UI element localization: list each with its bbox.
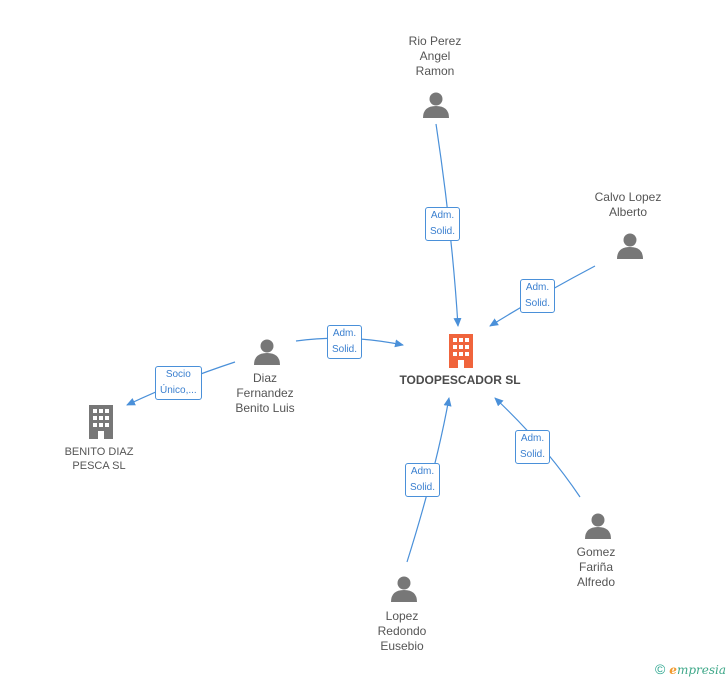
relation-line: Solid. [410, 482, 436, 493]
relation-badge-diaz[interactable]: Adm. Solid. [327, 325, 363, 359]
name-line: Alberto [608, 205, 648, 219]
person-label-gomez-farina[interactable]: Gomez Fariña Alfredo [546, 545, 646, 590]
relation-badge-lopez[interactable]: Adm. Solid. [405, 463, 441, 497]
name-line: Ramon [415, 64, 455, 78]
building-icon[interactable] [87, 405, 115, 439]
person-icon[interactable] [422, 90, 450, 118]
name-line: Lopez [385, 609, 419, 623]
name-line: Calvo Lopez [594, 190, 662, 204]
name-line: Angel [419, 49, 451, 63]
building-icon[interactable] [447, 334, 475, 368]
person-label-diaz-fernandez[interactable]: Diaz Fernandez Benito Luis [215, 371, 315, 416]
relation-line: Único,... [160, 385, 197, 396]
name-line: Rio Perez [408, 34, 462, 48]
logo-rest: mpresia [676, 663, 726, 677]
company-label-benito-diaz[interactable]: BENITO DIAZ PESCA SL [49, 445, 149, 473]
name-line: Gomez [576, 545, 616, 559]
relation-line: Socio [165, 369, 191, 380]
empresia-footer: ©empresia [655, 661, 726, 677]
name-line: BENITO DIAZ [64, 446, 134, 458]
person-icon[interactable] [616, 231, 644, 259]
person-label-lopez-redondo[interactable]: Lopez Redondo Eusebio [352, 609, 452, 654]
relation-line: Solid. [525, 298, 551, 309]
name-line: Benito Luis [235, 401, 295, 415]
relation-line: Solid. [520, 449, 546, 460]
relation-line: Adm. [520, 433, 545, 444]
name-line: PESCA SL [72, 460, 126, 472]
name-line: Redondo [377, 624, 427, 638]
relation-badge-benito[interactable]: Socio Único,... [155, 366, 202, 400]
central-company-label[interactable]: TODOPESCADOR SL [390, 373, 530, 388]
relation-badge-calvo[interactable]: Adm. Solid. [520, 279, 556, 313]
person-icon[interactable] [390, 574, 418, 602]
relation-line: Adm. [410, 466, 435, 477]
person-icon[interactable] [253, 337, 281, 365]
relation-badge-gomez[interactable]: Adm. Solid. [515, 430, 551, 464]
logo-initial: e [669, 663, 677, 677]
name-line: Eusebio [380, 639, 424, 653]
company-name: TODOPESCADOR SL [399, 373, 521, 387]
name-line: Fariña [578, 560, 613, 574]
relation-line: Adm. [525, 282, 550, 293]
relation-line: Solid. [430, 226, 456, 237]
person-label-calvo-lopez[interactable]: Calvo Lopez Alberto [578, 190, 678, 220]
relation-line: Adm. [332, 328, 357, 339]
name-line: Diaz [252, 371, 277, 385]
name-line: Alfredo [576, 575, 616, 589]
name-line: Fernandez [236, 386, 294, 400]
relation-line: Adm. [430, 210, 455, 221]
person-icon[interactable] [584, 511, 612, 539]
relation-line: Solid. [332, 344, 358, 355]
empresia-logo: empresia [669, 663, 726, 677]
person-label-rio-perez[interactable]: Rio Perez Angel Ramon [385, 34, 485, 79]
relation-badge-rio[interactable]: Adm. Solid. [425, 207, 461, 241]
copyright-icon: © [654, 661, 666, 677]
